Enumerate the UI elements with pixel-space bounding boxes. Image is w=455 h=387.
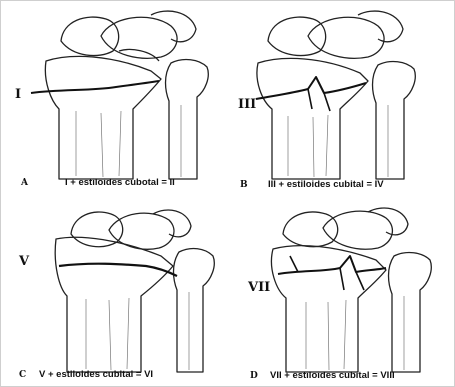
panel-c: V C V + estiloides cubital = VI	[1, 194, 227, 386]
panel-a: I A I + estiloides cubotal = II	[1, 1, 227, 193]
wrist-fracture-illustration-c	[1, 194, 227, 386]
panel-caption: I + estiloides cubotal = II	[65, 177, 175, 188]
panel-b: III B III + estiloides cubital = IV	[228, 1, 454, 193]
wrist-fracture-illustration-b	[228, 1, 454, 193]
type-numeral: VII	[248, 280, 270, 295]
panel-letter: B	[240, 180, 248, 190]
type-numeral: V	[19, 254, 29, 269]
panel-caption: III + estiloides cubital = IV	[268, 179, 384, 190]
panel-caption: V + estiloides cubital = VI	[39, 369, 153, 380]
panel-letter: A	[21, 178, 28, 188]
panel-letter: D	[250, 371, 258, 381]
panel-d: VII D VII + estiloides cubital = VIII	[228, 194, 454, 386]
type-numeral: III	[238, 97, 256, 112]
panel-caption: VII + estiloides cubital = VIII	[270, 370, 395, 381]
type-numeral: I	[15, 87, 21, 102]
panel-letter: C	[19, 370, 26, 380]
wrist-fracture-illustration-a	[1, 1, 227, 193]
